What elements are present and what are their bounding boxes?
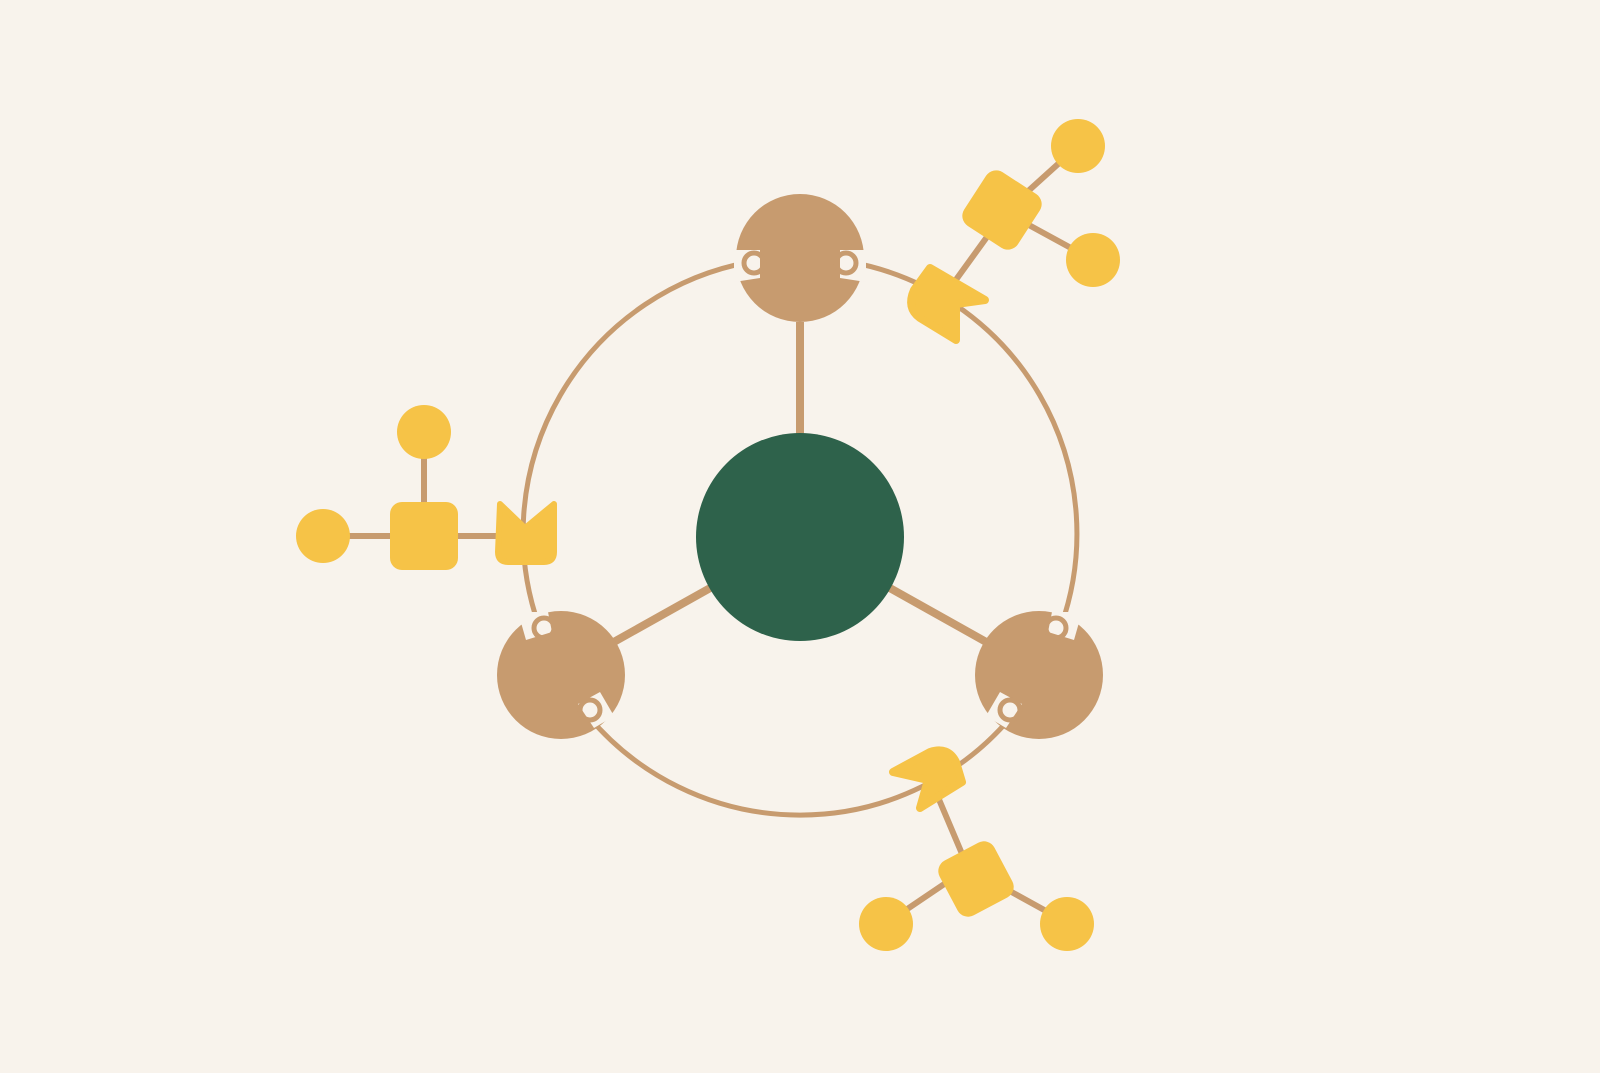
accent-leaf-node (296, 509, 350, 563)
hub-node (696, 433, 904, 641)
accent-crown-junction (495, 501, 557, 565)
notch-hooks (531, 250, 1069, 723)
accent-leaf-node (1066, 233, 1120, 287)
accent-group-lower-right (859, 746, 1094, 951)
satellite-node-top (736, 194, 864, 322)
accent-arrow-junction (907, 264, 989, 344)
accent-arrow-junction (889, 746, 966, 812)
accent-group-left (296, 405, 557, 570)
spoke-to-bottom-right (886, 583, 990, 647)
accent-leaf-node (397, 405, 451, 459)
accent-leaf-node (1051, 119, 1105, 173)
accent-leaf-node (859, 897, 913, 951)
accent-connector-square (962, 170, 1042, 250)
accent-leaf-node (1040, 897, 1094, 951)
spoke-to-bottom-left (610, 583, 714, 647)
accent-group-upper-right (907, 119, 1120, 344)
accent-connector-square (390, 502, 458, 570)
satellite-nodes (497, 194, 1103, 739)
spokes (610, 322, 990, 647)
accent-connector-square (938, 841, 1014, 917)
